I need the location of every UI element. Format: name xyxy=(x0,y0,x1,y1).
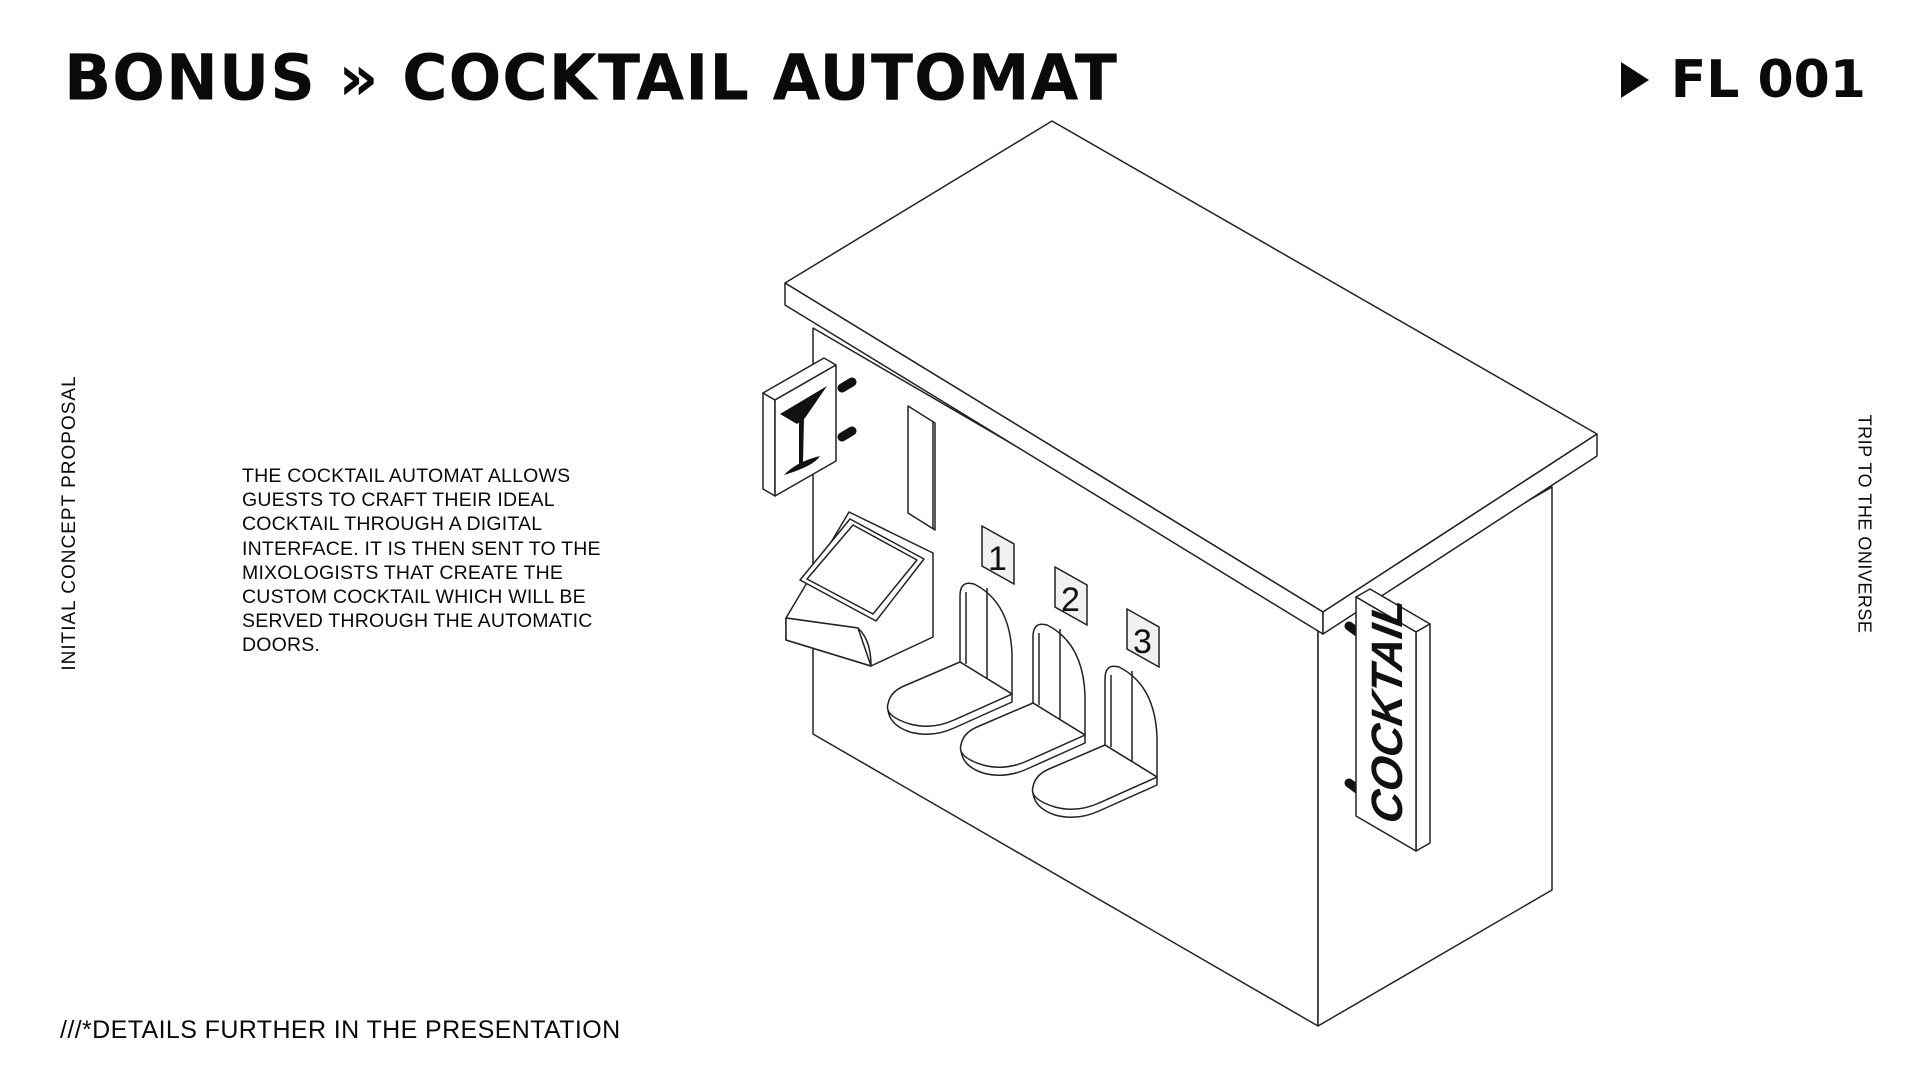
door-shelf xyxy=(1031,744,1158,810)
sign-face xyxy=(774,364,837,497)
side-sign-edge xyxy=(1415,623,1431,852)
door-number: 2 xyxy=(1061,581,1080,619)
card-slot xyxy=(907,405,936,531)
door-shelf xyxy=(959,702,1086,768)
description-line: SERVED THROUGH THE AUTOMATIC xyxy=(242,610,593,633)
kiosk-side xyxy=(785,617,872,667)
page-title: BONUS » COCKTAIL AUTOMAT xyxy=(64,40,1119,115)
kiosk-screen xyxy=(806,524,918,615)
description-line: INTERFACE. IT IS THEN SENT TO THE xyxy=(242,537,601,560)
door-number-plate xyxy=(981,524,1015,586)
door-number-plate xyxy=(1054,565,1088,627)
door-arch xyxy=(959,582,1013,695)
cocktail-sign-front xyxy=(762,357,857,497)
serving-door-2: 2 xyxy=(959,565,1088,776)
door-arch xyxy=(1032,623,1086,736)
description-line: MIXOLOGISTS THAT CREATE THE xyxy=(242,561,564,584)
footnote: ///*DETAILS FURTHER IN THE PRESENTATION xyxy=(60,1016,621,1044)
description-line: COCKTAIL THROUGH A DIGITAL xyxy=(242,513,543,536)
side-sign-face xyxy=(1355,596,1417,852)
play-triangle-icon xyxy=(1620,62,1649,98)
door-number: 3 xyxy=(1133,623,1152,661)
door-number-plate xyxy=(1126,607,1160,669)
countertop-side-edge xyxy=(1322,433,1598,635)
description-text: THE COCKTAIL AUTOMAT ALLOWS GUESTS TO CR… xyxy=(242,464,632,658)
serving-door-1: 1 xyxy=(886,524,1015,735)
slide-code-label: FL 001 xyxy=(1670,50,1866,110)
serving-door-3: 3 xyxy=(1031,607,1160,818)
cocktail-glass-icon xyxy=(780,386,827,475)
description-line: CUSTOM COCKTAIL WHICH WILL BE xyxy=(242,586,586,609)
countertop xyxy=(784,120,1598,635)
slide-code: FL 001 xyxy=(1620,44,1866,116)
door-arch xyxy=(1104,665,1158,778)
door-number: 1 xyxy=(988,540,1007,578)
sign-front-edge xyxy=(762,392,776,497)
digital-interface-kiosk xyxy=(785,511,934,667)
cocktail-sign-side: COCKTAIL xyxy=(1344,588,1431,852)
side-sign-text: COCKTAIL xyxy=(1363,594,1412,827)
door-shelf xyxy=(886,661,1013,727)
description-line: GUESTS TO CRAFT THEIR IDEAL xyxy=(242,489,555,512)
description-line: THE COCKTAIL AUTOMAT ALLOWS xyxy=(242,465,571,487)
description-line: DOORS. xyxy=(242,634,321,657)
